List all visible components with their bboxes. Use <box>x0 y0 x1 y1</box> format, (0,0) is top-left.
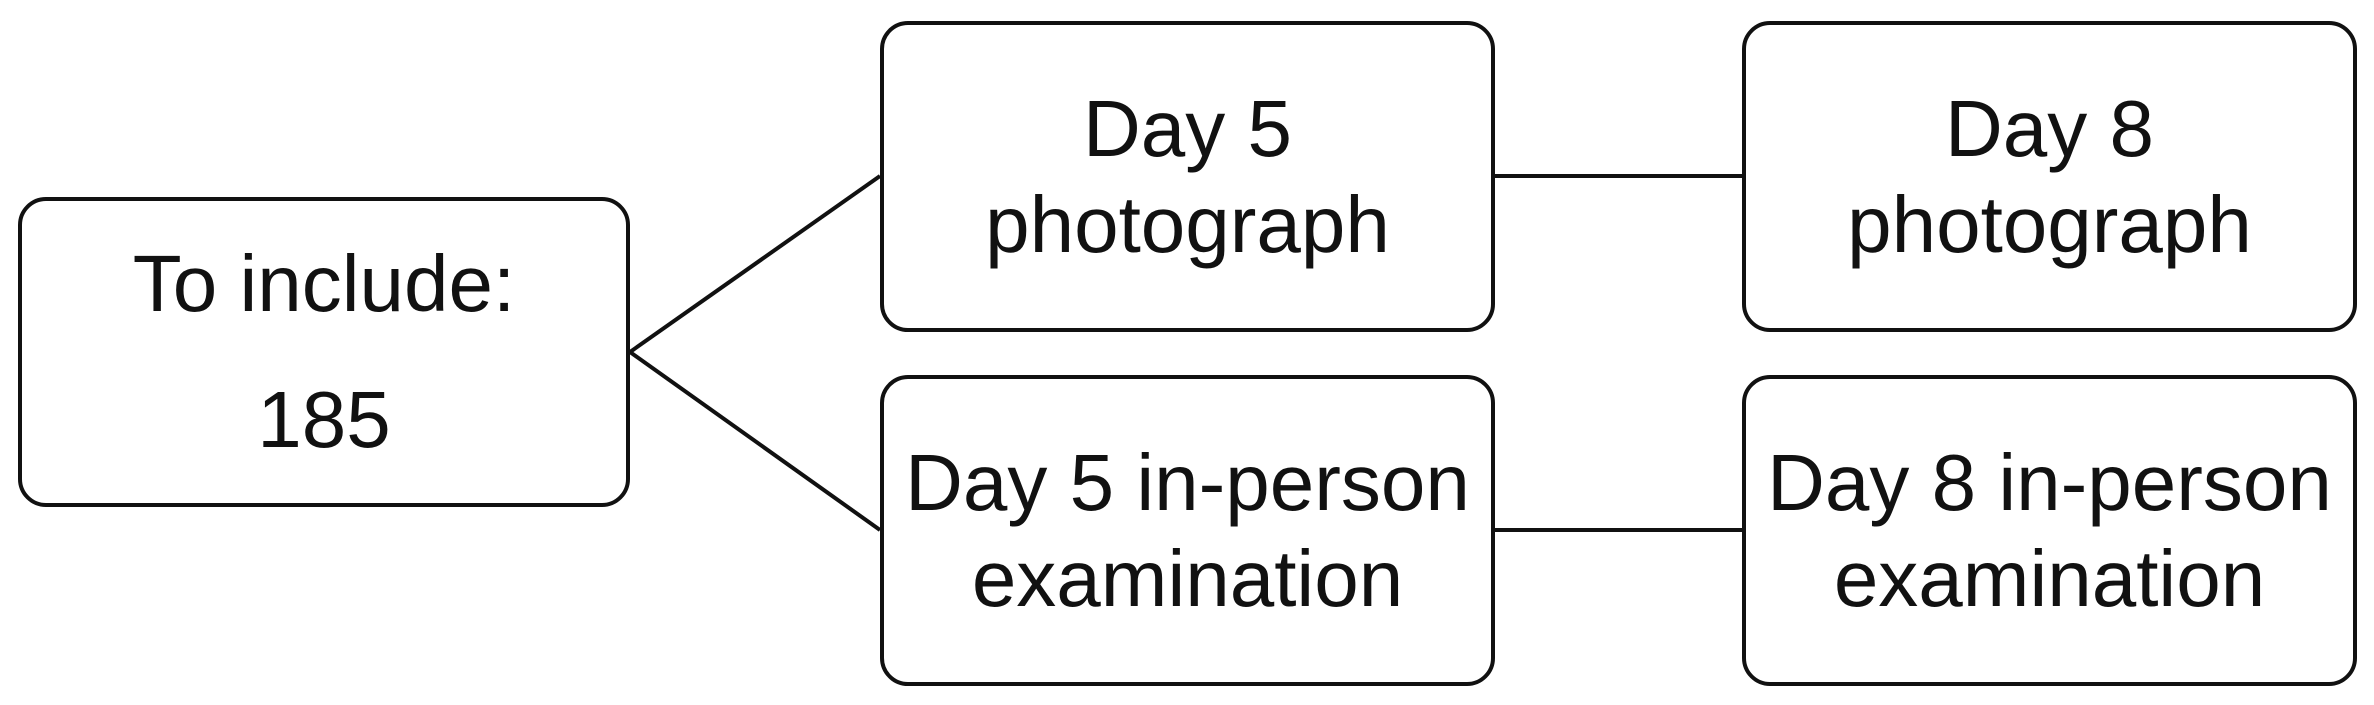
node-day5-photograph: Day 5 photograph <box>880 21 1495 332</box>
node-day5-photograph-line2: photograph <box>985 179 1390 269</box>
edge-root-to-day5-photo <box>628 174 882 354</box>
node-day8-examination-line1: Day 8 in-person <box>1767 437 2332 527</box>
node-to-include-label: To include: <box>132 239 516 328</box>
node-day5-examination-line1: Day 5 in-person <box>905 437 1470 527</box>
node-day8-photograph-line2: photograph <box>1847 179 2252 269</box>
node-day5-examination-line2: examination <box>971 533 1404 623</box>
node-day8-examination: Day 8 in-person examination <box>1742 375 2357 686</box>
node-to-include-count: 185 <box>257 375 391 464</box>
node-day5-examination: Day 5 in-person examination <box>880 375 1495 686</box>
node-day5-photograph-line1: Day 5 <box>1083 83 1292 173</box>
edge-root-to-day5-exam <box>628 350 882 532</box>
node-day8-photograph: Day 8 photograph <box>1742 21 2357 332</box>
node-to-include: To include: 185 <box>18 197 630 507</box>
node-day8-photograph-line1: Day 8 <box>1945 83 2154 173</box>
node-day8-examination-line2: examination <box>1833 533 2266 623</box>
